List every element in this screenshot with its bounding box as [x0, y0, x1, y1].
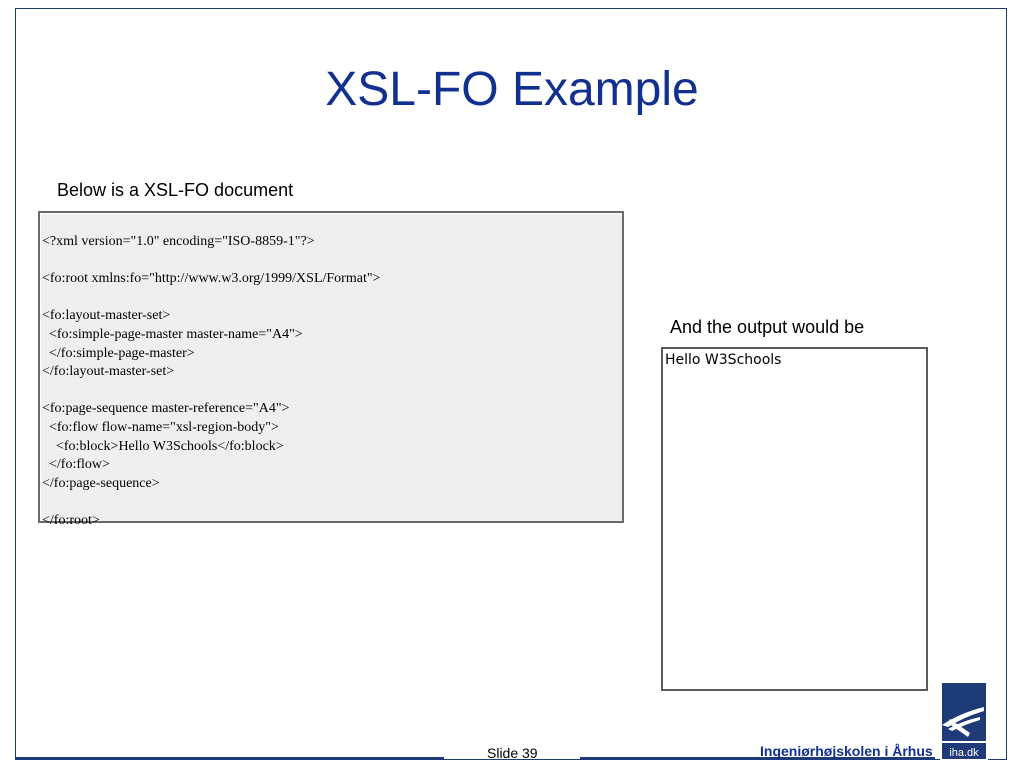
- slide-title: XSL-FO Example: [325, 63, 699, 116]
- code-line: <fo:page-sequence master-reference="A4">: [42, 401, 290, 417]
- footer-line-right: [580, 757, 935, 759]
- code-line: </fo:page-sequence>: [42, 475, 160, 491]
- logo-text: iha.dk: [949, 747, 979, 759]
- output-text: Hello W3Schools: [665, 352, 782, 368]
- code-box: <?xml version="1.0" encoding="ISO-8859-1…: [38, 211, 624, 528]
- code-line: <fo:flow flow-name="xsl-region-body">: [42, 419, 279, 435]
- code-line: [42, 382, 622, 401]
- code-line: [42, 252, 622, 271]
- output-label: And the output would be: [670, 317, 865, 337]
- intro-text: Below is a XSL-FO document: [57, 180, 294, 200]
- code-line: </fo:layout-master-set>: [42, 364, 175, 380]
- code-line: <fo:layout-master-set>: [42, 308, 171, 324]
- slide-number: Slide 39: [487, 745, 538, 761]
- institution-name: Ingeniørhøjskolen i Århus: [760, 743, 933, 759]
- code-line: </fo:simple-page-master>: [42, 345, 195, 361]
- output-box: Hello W3Schools: [661, 347, 928, 691]
- slide-frame: [15, 8, 1007, 760]
- code-line: </fo:root>: [42, 512, 100, 528]
- code-line: <?xml version="1.0" encoding="ISO-8859-1…: [42, 234, 315, 249]
- iha-logo: iha.dk: [940, 683, 988, 761]
- code-line: <fo:simple-page-master master-name="A4">: [42, 326, 303, 342]
- code-line: [42, 493, 622, 512]
- code-line: <fo:root xmlns:fo="http://www.w3.org/199…: [42, 271, 381, 287]
- footer-line-left: [16, 757, 444, 759]
- code-listing: <?xml version="1.0" encoding="ISO-8859-1…: [40, 213, 622, 531]
- code-line: [42, 289, 622, 308]
- code-line: </fo:flow>: [42, 457, 110, 473]
- code-line: <fo:block>Hello W3Schools</fo:block>: [42, 438, 284, 454]
